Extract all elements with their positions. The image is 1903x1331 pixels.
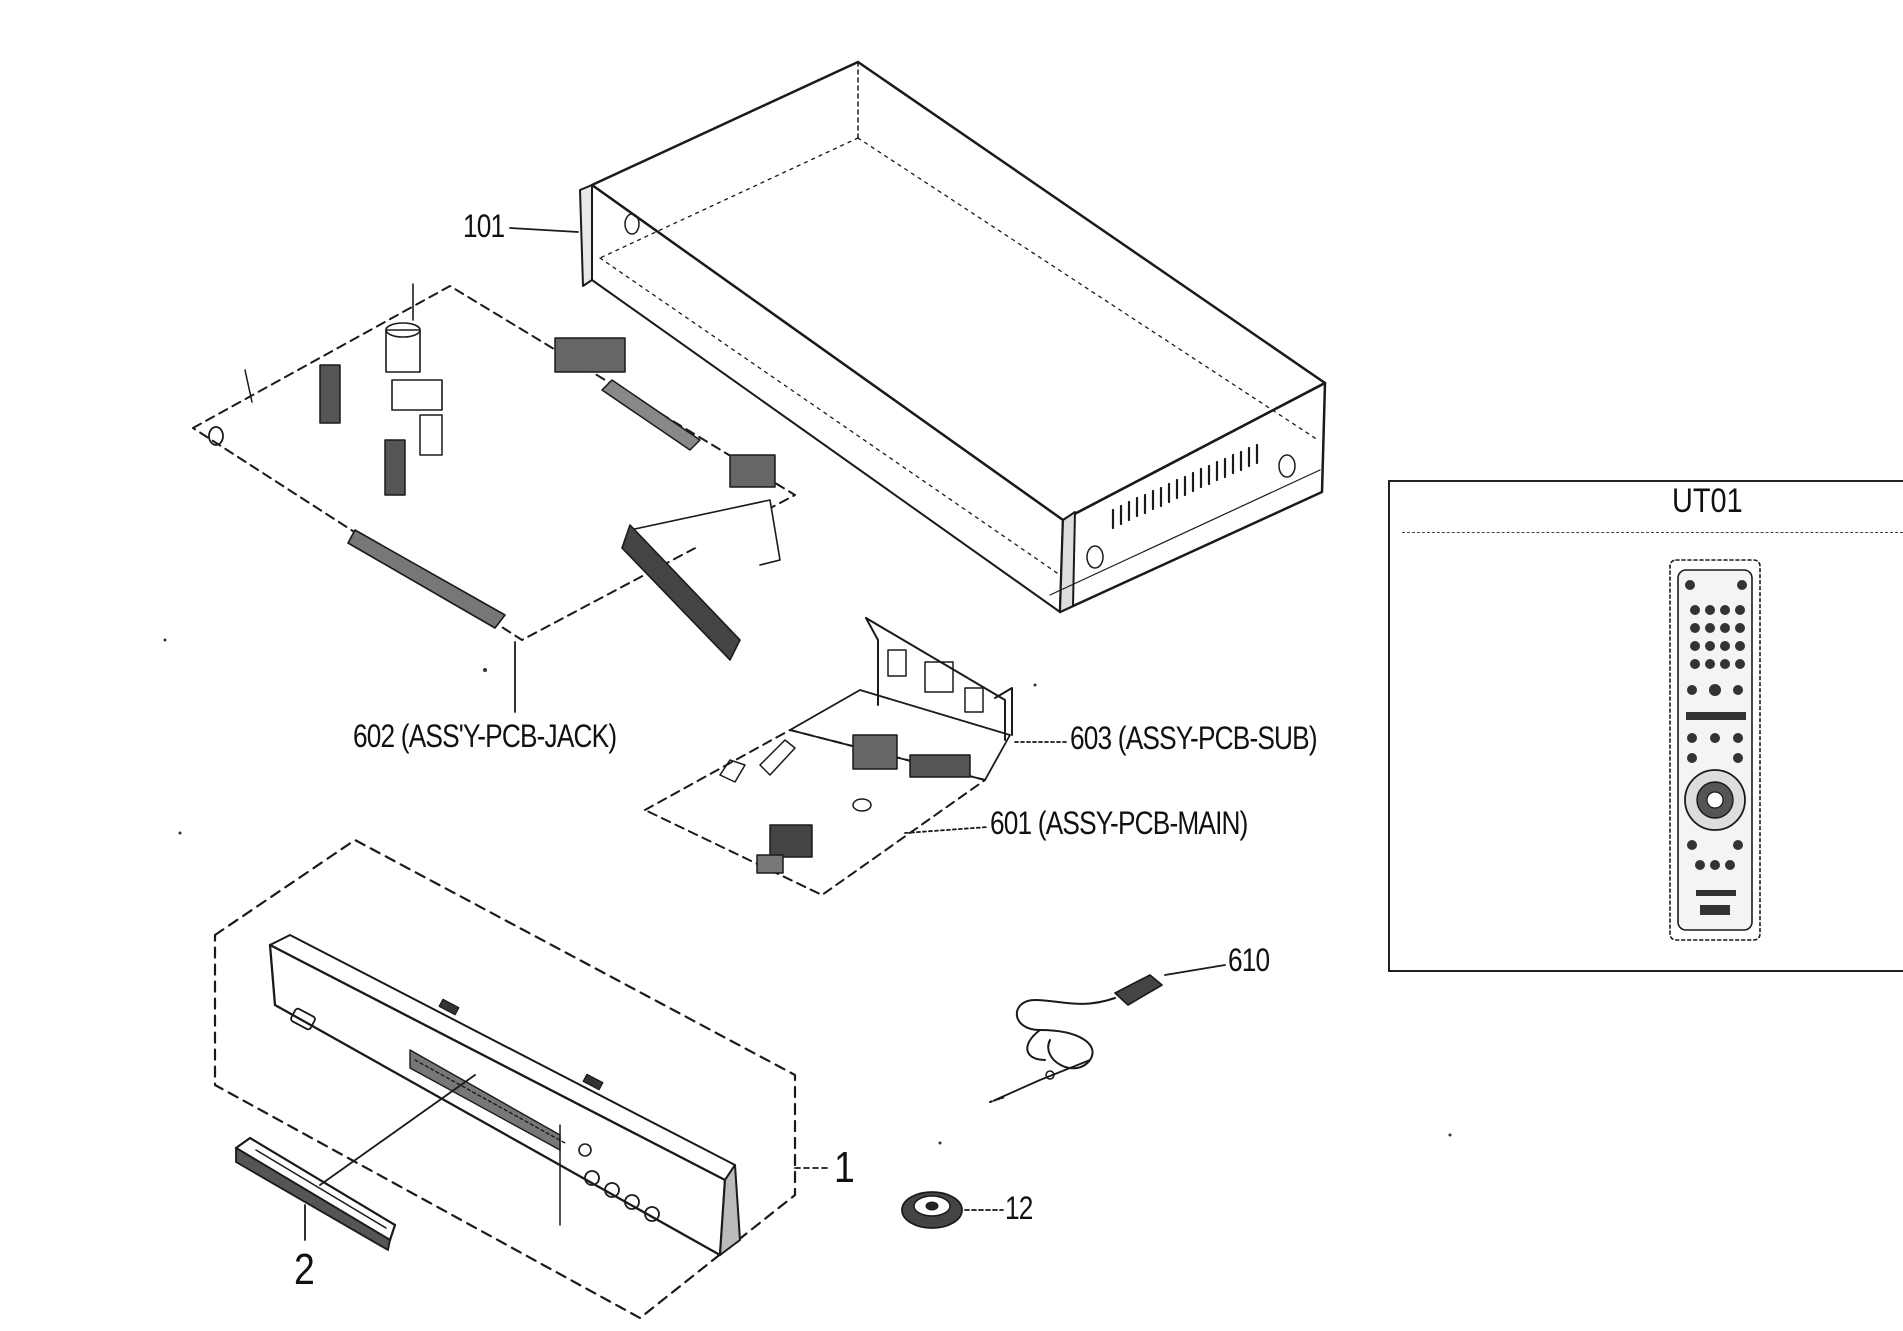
power-cord-part (989, 974, 1163, 1103)
leader-610 (1164, 964, 1226, 976)
label-pcb-sub: 603 (ASSY-PCB-SUB) (1070, 720, 1318, 756)
accessory-box-divider (1402, 532, 1903, 533)
foot-part (901, 1191, 963, 1229)
vent-slots (1111, 443, 1259, 530)
label-pcb-jack: 602 (ASS'Y-PCB-JACK) (353, 718, 617, 754)
label-power-cord: 610 (1228, 942, 1270, 978)
door-part (234, 1136, 397, 1251)
label-door: 2 (294, 1245, 315, 1294)
pcb-jack-part (192, 283, 796, 661)
top-cover-part (579, 60, 1327, 614)
remote-control-icon (1669, 559, 1761, 941)
label-foot: 12 (1005, 1190, 1033, 1226)
leader-101 (509, 227, 579, 233)
leader-601 (904, 826, 989, 834)
label-front-panel: 1 (834, 1143, 855, 1192)
label-top-cover: 101 (463, 208, 505, 244)
pcb-main-sub-part (644, 617, 1013, 896)
leader-2-to-panel (319, 1074, 476, 1186)
accessory-code: UT01 (1672, 482, 1743, 520)
front-panel-part (213, 838, 797, 1320)
label-pcb-main: 601 (ASSY-PCB-MAIN) (990, 805, 1248, 841)
accessory-box (1388, 480, 1903, 972)
specks (163, 638, 1452, 1145)
